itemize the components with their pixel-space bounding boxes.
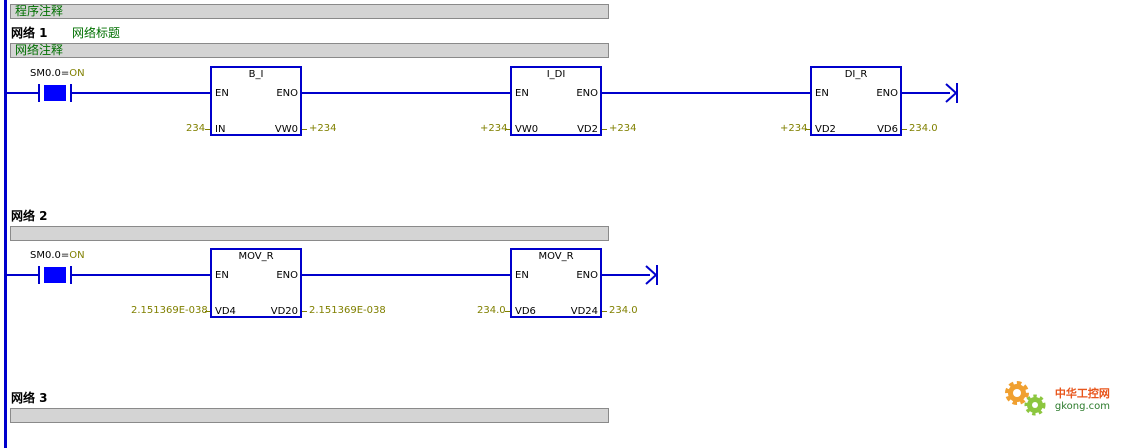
pin-out: VW0 — [274, 124, 298, 135]
param-value[interactable]: +234 — [780, 123, 808, 134]
block-name: DI_R — [844, 69, 868, 80]
param-tick — [302, 311, 307, 312]
param-value[interactable]: 2.151369E-038 — [309, 305, 386, 316]
param-tick — [602, 311, 607, 312]
block-name: MOV_R — [538, 251, 574, 262]
pin-en: EN — [515, 88, 529, 99]
wire-segment — [7, 274, 38, 276]
param-tick — [805, 129, 810, 130]
pin-out: VD24 — [570, 306, 598, 317]
param-value[interactable]: 234.0 — [477, 305, 506, 316]
network-1-block-i-di[interactable]: I_DI EN ENO VW0 VD2 — [510, 66, 602, 136]
watermark-brand: 中华工控网 — [1054, 387, 1110, 400]
contact-right-bar — [70, 84, 72, 102]
wire-segment — [602, 92, 811, 94]
network-2-contact-label: SM0.0=ON — [30, 250, 85, 261]
network-3-label[interactable]: 网络 3 — [11, 391, 48, 405]
network-2-block-mov-r-2[interactable]: MOV_R EN ENO VD6 VD24 — [510, 248, 602, 318]
param-value[interactable]: 234 — [186, 123, 206, 134]
pin-in: VD4 — [215, 306, 236, 317]
contact-equals: = — [60, 68, 70, 79]
pin-en: EN — [515, 270, 529, 281]
wire-segment — [302, 274, 511, 276]
network-1-comment[interactable]: 网络注释 — [10, 43, 609, 58]
network-1-label[interactable]: 网络 1 — [11, 26, 48, 40]
network-2-contact[interactable] — [44, 267, 66, 283]
param-value[interactable]: +234 — [480, 123, 508, 134]
param-value[interactable]: +234 — [609, 123, 637, 134]
pin-eno: ENO — [876, 88, 898, 99]
pin-in: VD6 — [515, 306, 536, 317]
block-name: MOV_R — [238, 251, 274, 262]
contact-state: ON — [69, 68, 85, 79]
network-1-block-di-r[interactable]: DI_R EN ENO VD2 VD6 — [810, 66, 902, 136]
param-tick — [302, 129, 307, 130]
pin-en: EN — [215, 270, 229, 281]
program-comment[interactable]: 程序注释 — [10, 4, 609, 19]
contact-left-bar — [38, 266, 40, 284]
wire-segment — [302, 92, 511, 94]
power-rail — [4, 0, 7, 448]
pin-out: VD20 — [270, 306, 298, 317]
pin-in: VD2 — [815, 124, 836, 135]
contact-equals: = — [60, 250, 70, 261]
network-1-contact-label: SM0.0=ON — [30, 68, 85, 79]
wire-segment — [72, 274, 211, 276]
wire-segment — [7, 92, 38, 94]
wire-segment — [902, 92, 950, 94]
pin-eno: ENO — [276, 270, 298, 281]
param-tick — [902, 129, 907, 130]
network-2-comment[interactable] — [10, 226, 609, 241]
contact-right-bar — [70, 266, 72, 284]
pin-in: IN — [215, 124, 226, 135]
watermark-domain: gkong.com — [1054, 401, 1110, 412]
network-3-comment[interactable] — [10, 408, 609, 423]
block-name: B_I — [248, 69, 264, 80]
contact-address: SM0.0 — [30, 68, 61, 79]
pin-out: VD2 — [577, 124, 598, 135]
pin-en: EN — [215, 88, 229, 99]
pin-eno: ENO — [576, 88, 598, 99]
pin-en: EN — [815, 88, 829, 99]
param-value[interactable]: 234.0 — [909, 123, 938, 134]
block-name: I_DI — [546, 69, 566, 80]
wire-segment — [602, 274, 650, 276]
param-tick — [505, 311, 510, 312]
contact-left-bar — [38, 84, 40, 102]
network-1-end-arrow-icon — [945, 83, 958, 103]
wire-segment — [72, 92, 211, 94]
network-1-block-b-i[interactable]: B_I EN ENO IN VW0 — [210, 66, 302, 136]
pin-eno: ENO — [276, 88, 298, 99]
param-tick — [505, 129, 510, 130]
network-2-end-arrow-icon — [645, 265, 658, 285]
param-value[interactable]: 2.151369E-038 — [131, 305, 208, 316]
network-2-label[interactable]: 网络 2 — [11, 209, 48, 223]
param-value[interactable]: 234.0 — [609, 305, 638, 316]
network-2-block-mov-r-1[interactable]: MOV_R EN ENO VD4 VD20 — [210, 248, 302, 318]
param-tick — [205, 311, 210, 312]
network-1-contact[interactable] — [44, 85, 66, 101]
pin-in: VW0 — [515, 124, 539, 135]
watermark: 中华工控网 gkong.com — [1004, 381, 1110, 416]
pin-eno: ENO — [576, 270, 598, 281]
param-tick — [205, 129, 210, 130]
pin-out: VD6 — [877, 124, 898, 135]
network-1-title[interactable]: 网络标题 — [72, 26, 121, 40]
contact-address: SM0.0 — [30, 250, 61, 261]
contact-state: ON — [69, 250, 85, 261]
gear-icon — [1004, 381, 1046, 416]
param-tick — [602, 129, 607, 130]
param-value[interactable]: +234 — [309, 123, 337, 134]
